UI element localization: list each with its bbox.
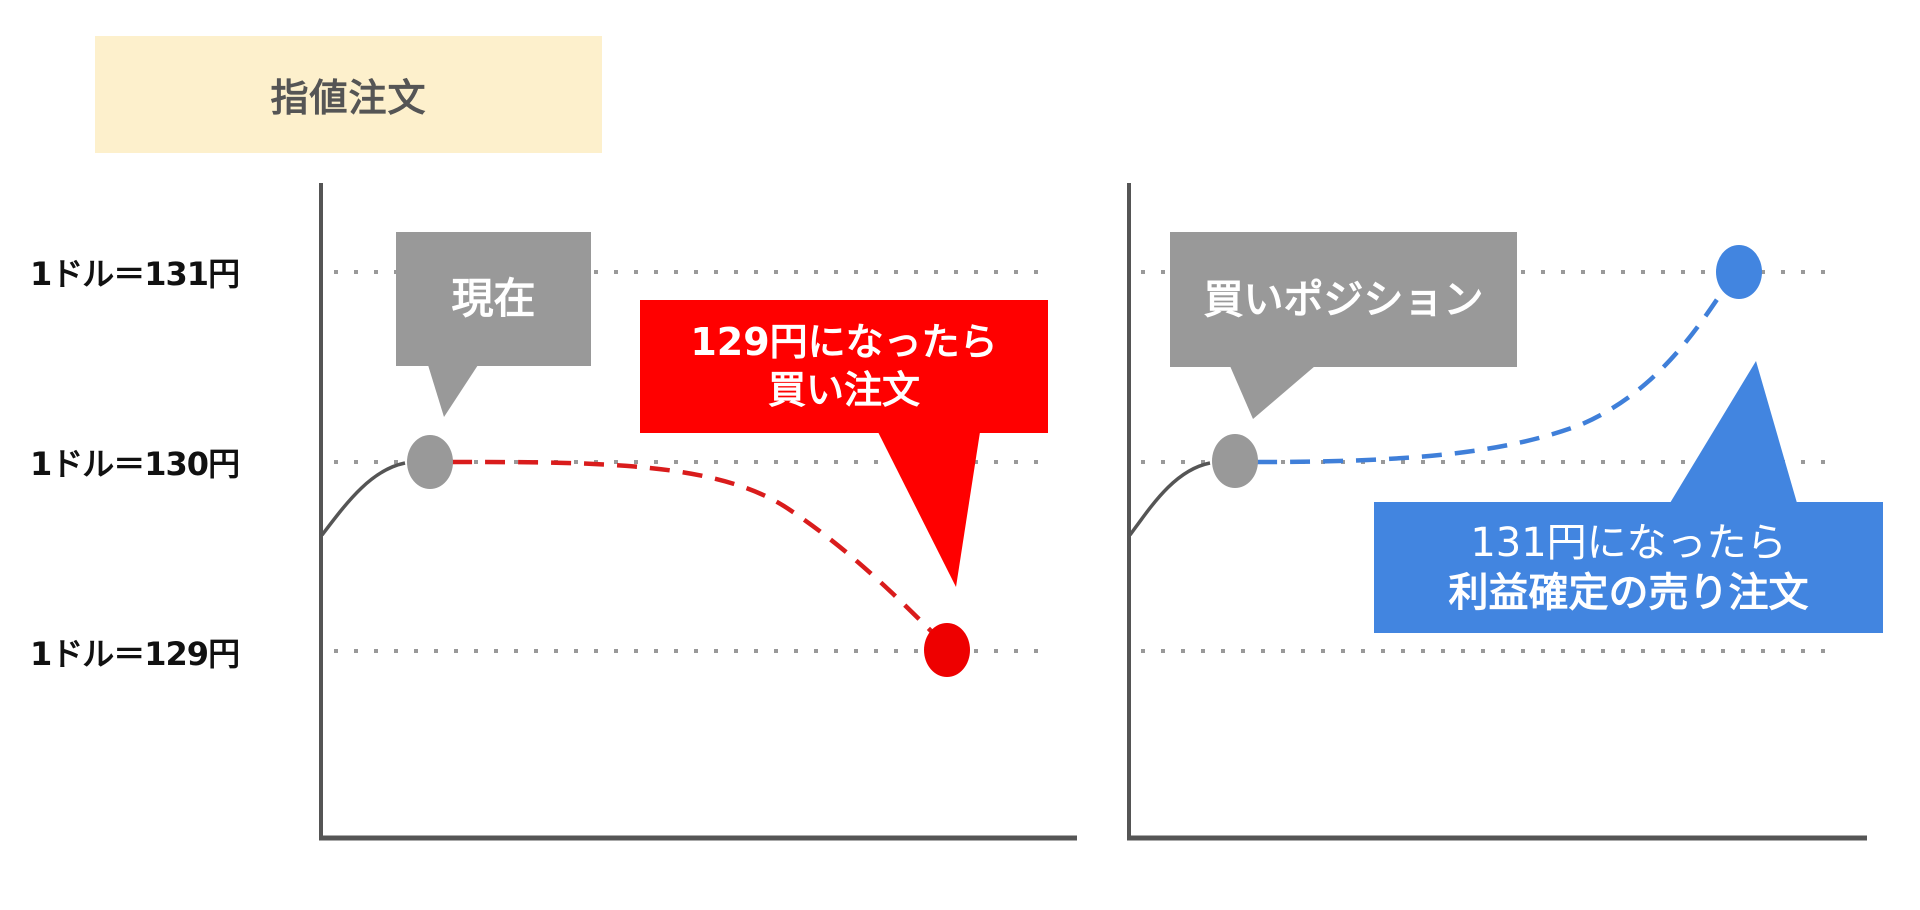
current-price-marker	[407, 435, 453, 489]
right-history-line	[1128, 461, 1211, 537]
buy-order-marker	[924, 623, 970, 677]
buy-order-line1: 129円になったら	[690, 320, 998, 364]
position-callout-label: 買いポジション	[1170, 232, 1517, 367]
left-panel	[319, 183, 1077, 841]
sell-order-callout-label: 131円になったら 利益確定の売り注文	[1374, 502, 1883, 633]
title-banner: 指値注文	[95, 36, 602, 153]
title-text: 指値注文	[270, 76, 427, 120]
buy-order-callout	[640, 300, 1048, 587]
position-entry-marker	[1212, 434, 1258, 488]
current-callout-label: 現在	[396, 232, 591, 366]
y-label-130: 1ドル＝130円	[30, 445, 240, 483]
left-history-line	[320, 461, 406, 537]
y-label-131: 1ドル＝131円	[30, 255, 240, 293]
right-panel	[1127, 183, 1883, 841]
take-profit-marker	[1716, 245, 1762, 299]
buy-order-callout-label: 129円になったら 買い注文	[640, 300, 1048, 433]
current-callout-text: 現在	[451, 273, 536, 323]
position-callout-text: 買いポジション	[1203, 276, 1484, 323]
buy-order-line2: 買い注文	[767, 367, 920, 412]
position-callout	[1170, 232, 1517, 419]
sell-order-callout	[1374, 361, 1883, 633]
y-label-129: 1ドル＝129円	[30, 635, 240, 673]
right-projection-line	[1256, 290, 1724, 465]
sell-order-line2: 利益確定の売り注文	[1448, 569, 1809, 616]
current-callout	[396, 232, 591, 417]
sell-order-line1: 131円になったら	[1470, 519, 1787, 566]
left-projection-line	[451, 459, 937, 637]
